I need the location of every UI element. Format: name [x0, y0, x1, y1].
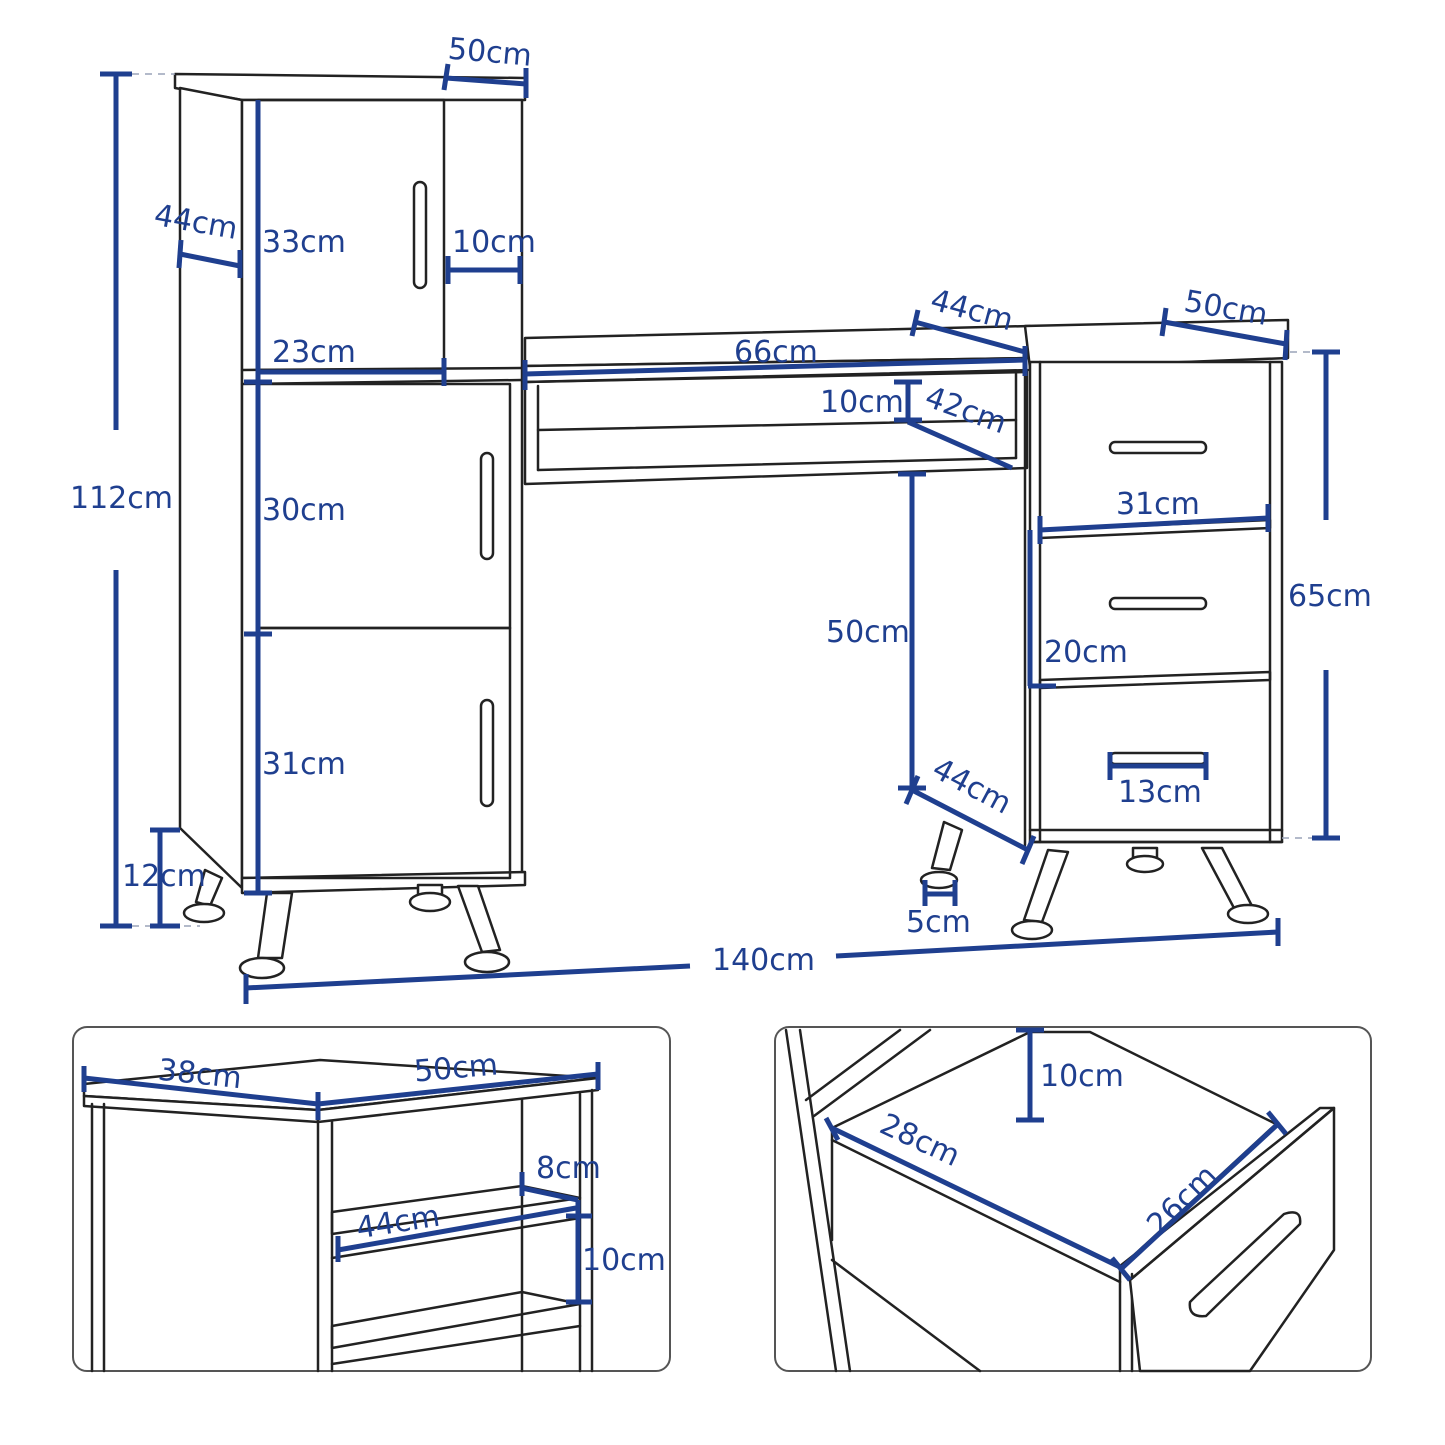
label-top-compartment-height: 33cm	[262, 225, 346, 260]
label-desk-width: 66cm	[734, 335, 818, 370]
label-keyboard-shelf-height: 10cm	[820, 385, 904, 420]
label-top-depth: 50cm	[447, 32, 534, 74]
label-detail-top-right: 50cm	[413, 1047, 500, 1089]
label-foot-height: 5cm	[906, 905, 971, 940]
label-top-side-shelf-width: 10cm	[452, 225, 536, 260]
detail-panel-left: 38cm 50cm 8cm 44cm 10cm	[72, 1026, 671, 1373]
cabinet-legs	[182, 868, 511, 980]
cabinet-tower	[173, 72, 527, 895]
label-drawer-width: 31cm	[1116, 487, 1200, 522]
label-drawer-unit-height: 65cm	[1288, 579, 1372, 614]
label-middle-compartment-height: 30cm	[262, 493, 346, 528]
label-drawer-height: 20cm	[1044, 635, 1128, 670]
label-leg-height: 12cm	[122, 859, 206, 894]
label-detail-top-left: 38cm	[156, 1053, 243, 1097]
label-knee-height: 50cm	[826, 615, 910, 650]
drawer-unit	[1023, 318, 1290, 847]
label-detail-shelf-depth: 8cm	[536, 1151, 601, 1186]
detail-panel-right: 10cm 28cm 26cm	[774, 1026, 1372, 1373]
dimension-lines	[100, 63, 1340, 1004]
label-top-compartment-width: 23cm	[272, 335, 356, 370]
label-bottom-depth: 44cm	[926, 751, 1017, 821]
label-drawer-depth-height: 10cm	[1040, 1059, 1124, 1094]
label-total-height: 112cm	[70, 481, 173, 516]
label-detail-shelf-gap: 10cm	[582, 1243, 666, 1278]
label-bottom-compartment-height: 31cm	[262, 747, 346, 782]
drawer-unit-legs	[919, 820, 1270, 941]
label-handle-width: 13cm	[1118, 775, 1202, 810]
label-total-width: 140cm	[712, 943, 815, 978]
